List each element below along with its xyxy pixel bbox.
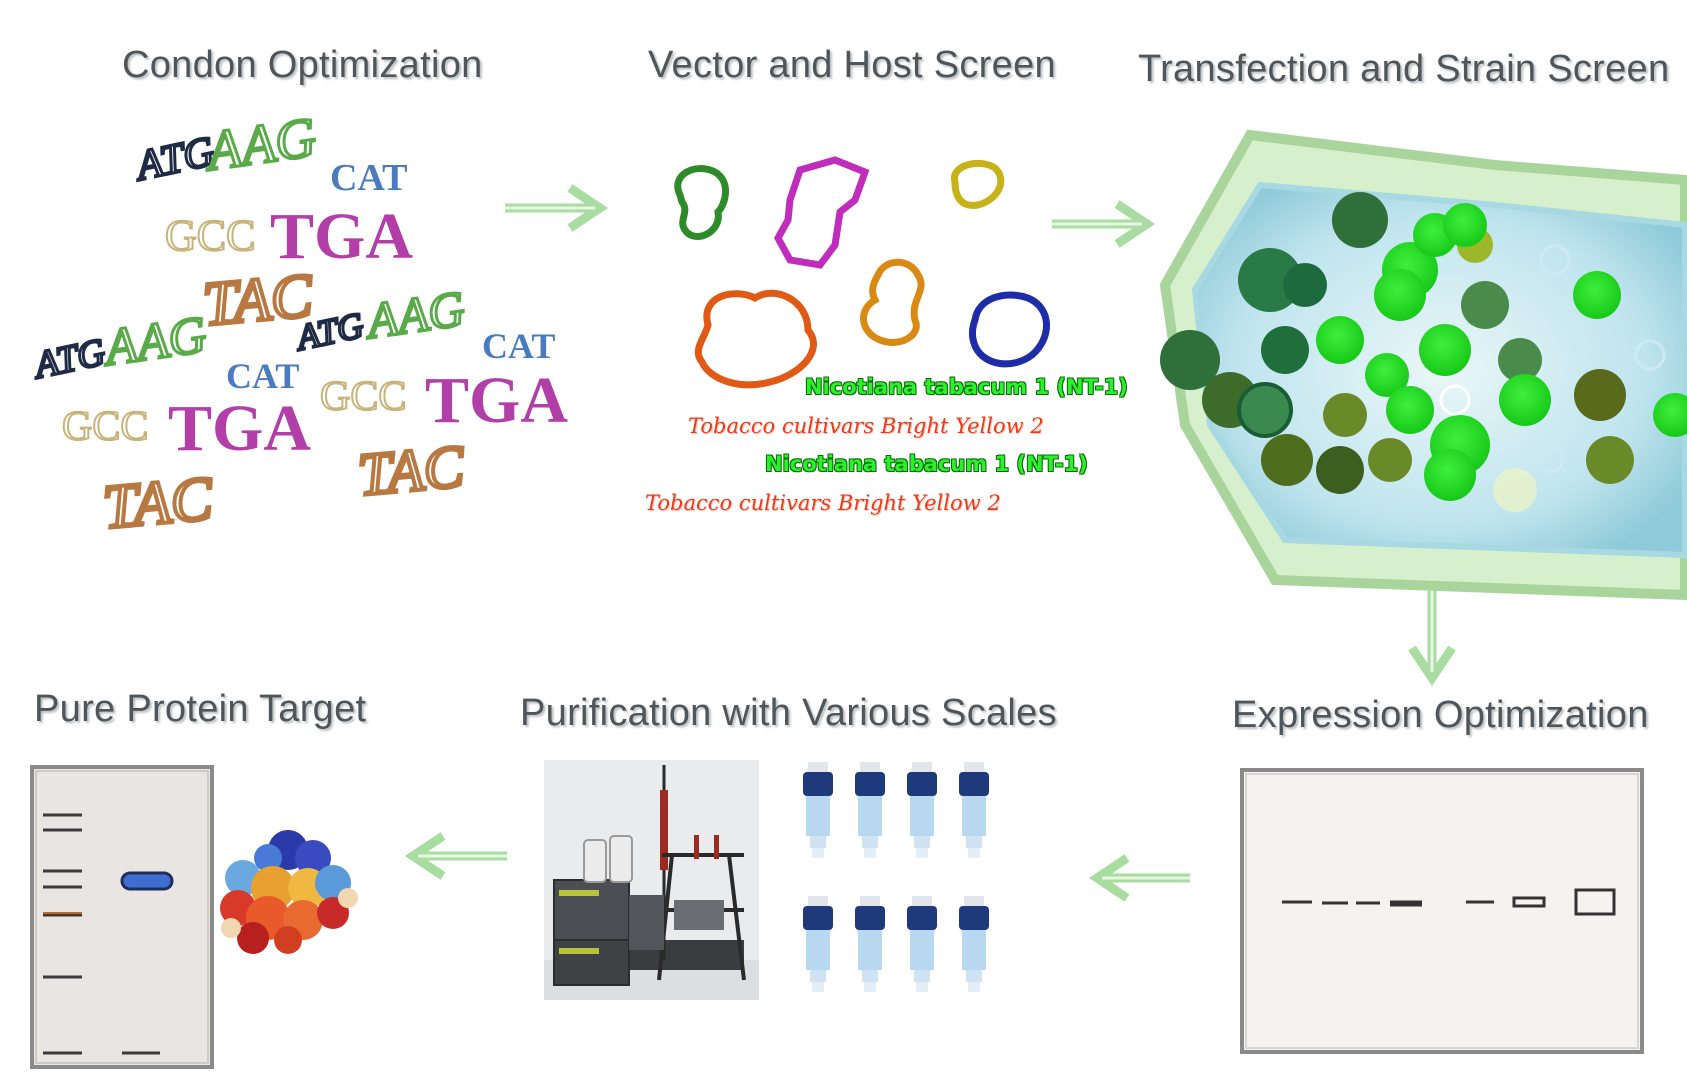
strain-nt1-label: Nicotiana tabacum 1 (NT-1) bbox=[765, 452, 1088, 476]
codon-gcc: GCC bbox=[320, 374, 406, 420]
step-title-codon: Condon Optimization bbox=[122, 44, 483, 86]
codon-tac: TAC bbox=[355, 433, 467, 508]
codon-group-3: ATG AAG CAT GCC TGA TAC bbox=[27, 305, 312, 544]
step-title-purification: Purification with Various Scales bbox=[520, 692, 1057, 734]
chromatography-system bbox=[544, 760, 759, 1000]
codon-atg: ATG bbox=[28, 331, 109, 387]
strain-by2-label: Tobacco cultivars Bright Yellow 2 bbox=[645, 491, 1001, 515]
spin-column bbox=[803, 762, 833, 858]
plant-cell bbox=[1159, 129, 1687, 601]
step-title-vector: Vector and Host Screen bbox=[648, 44, 1056, 86]
codon-tac: TAC bbox=[200, 262, 315, 339]
codon-tga: TGA bbox=[425, 364, 568, 437]
codon-cat: CAT bbox=[482, 326, 555, 366]
codon-cat: CAT bbox=[330, 157, 407, 199]
step-title-transfection: Transfection and Strain Screen bbox=[1138, 48, 1670, 90]
ladder-bands bbox=[43, 813, 160, 1055]
plasmid-blue bbox=[969, 291, 1050, 368]
plasmid-vectors bbox=[674, 156, 1050, 389]
protein-blobs bbox=[220, 830, 358, 954]
codon-tga: TGA bbox=[168, 392, 311, 465]
codon-cat: CAT bbox=[226, 356, 299, 396]
expression-gel bbox=[1240, 768, 1644, 1054]
organelles-dark bbox=[1160, 192, 1634, 494]
codon-aag: AAG bbox=[361, 280, 468, 349]
strain-nt1-label: Nicotiana tabacum 1 (NT-1) bbox=[805, 375, 1128, 399]
codon-gcc: GCC bbox=[165, 211, 255, 260]
codon-aag: AAG bbox=[199, 106, 319, 183]
plasmid-green bbox=[674, 165, 729, 240]
pure-protein-gel bbox=[30, 765, 214, 1069]
codon-cloud: ATG AAG CAT GCC TGA TAC ATG AAG CAT GCC … bbox=[27, 105, 569, 544]
codon-group-2: ATG AAG CAT GCC TGA TAC bbox=[290, 278, 568, 510]
organelles-gfp bbox=[1316, 203, 1687, 501]
codon-aag: AAG bbox=[99, 306, 210, 377]
organelles-pale bbox=[1439, 244, 1666, 512]
protein-structure bbox=[220, 830, 358, 954]
arrow-expression-to-purification bbox=[1088, 854, 1190, 902]
arrow-transfection-to-expression bbox=[1408, 588, 1456, 687]
spin-columns bbox=[803, 762, 989, 992]
plasmid-amber bbox=[860, 258, 925, 346]
plasmid-magenta bbox=[774, 156, 870, 269]
codon-tga: TGA bbox=[270, 200, 413, 273]
plasmid-orange bbox=[694, 289, 817, 389]
target-protein-band bbox=[120, 871, 174, 891]
arrow-purification-to-pure bbox=[404, 832, 507, 880]
step-title-pure: Pure Protein Target bbox=[34, 688, 367, 730]
codon-gcc: GCC bbox=[62, 404, 148, 450]
codon-group-1: ATG AAG CAT GCC TGA TAC bbox=[128, 105, 413, 341]
expression-bands bbox=[1282, 888, 1616, 916]
strain-by2-label: Tobacco cultivars Bright Yellow 2 bbox=[688, 414, 1044, 438]
step-title-expression: Expression Optimization bbox=[1232, 694, 1649, 736]
codon-tac: TAC bbox=[100, 465, 215, 542]
plasmid-yellow bbox=[951, 159, 1005, 209]
